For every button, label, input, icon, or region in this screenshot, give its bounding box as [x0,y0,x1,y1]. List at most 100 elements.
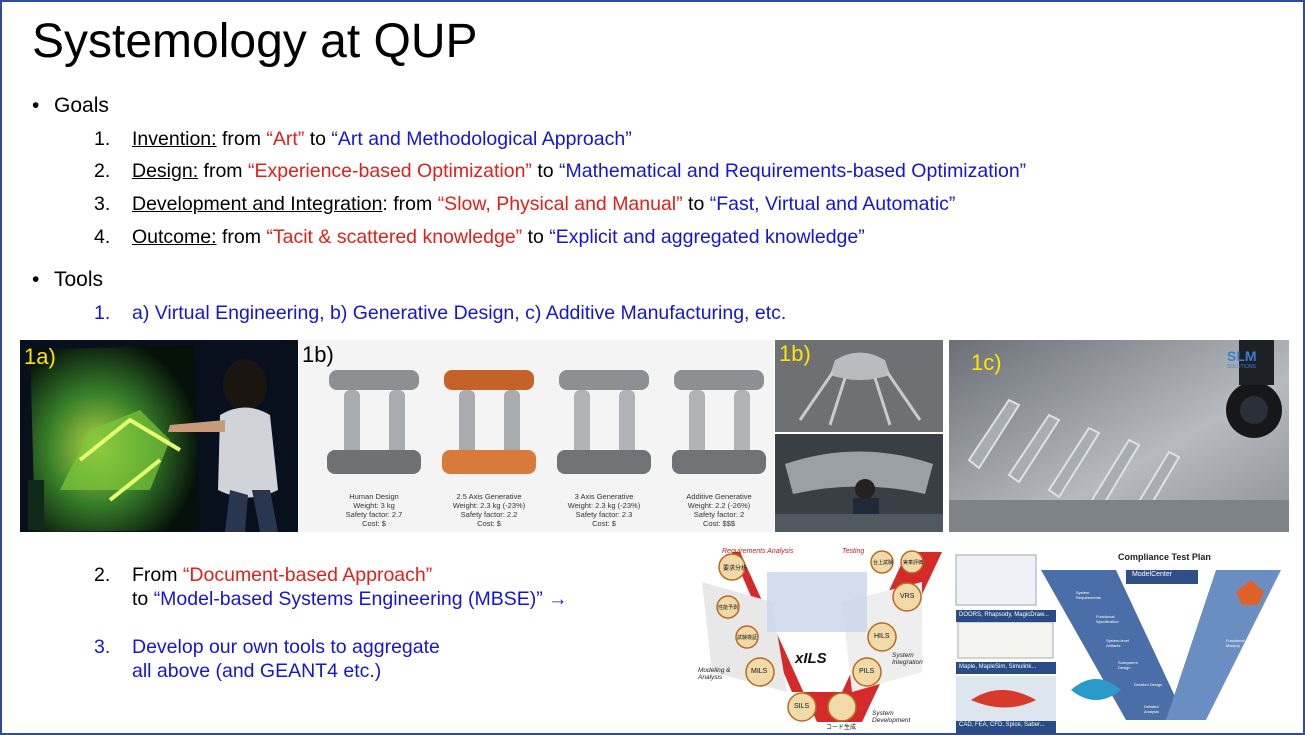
generative-design-image [299,340,774,532]
xils-diagram: Requirements Analysis Testing xILS Model… [692,542,942,733]
item-3-line-1: Develop our own tools to aggregate [132,636,440,658]
v-label: Detailed Design [1134,682,1163,687]
item-3-line-2: all above (and GEANT4 etc.) [132,660,382,682]
xils-node: 試験検証 [737,635,758,641]
bracket-1 [327,370,421,474]
goals-bullet: • Goals [32,94,109,118]
item-2-line-1: From “Document-based Approach” [132,564,432,587]
slm-logo: SLM [1227,348,1257,364]
goal-item-4: 4. Outcome: from “Tacit & scattered knowl… [94,226,865,249]
additive-manufacturing-image [949,340,1289,532]
v-label: System Requirements [1076,590,1101,600]
tools-bullet: • Tools [32,268,103,292]
workshop-photo [775,434,943,532]
goal-from: “Slow, Physical and Manual” [437,193,683,215]
bracket-4 [672,370,766,474]
goal-from: “Experience-based Optimization” [247,160,532,182]
goal-head: Invention: [132,128,217,150]
goal-from-word: from [216,128,267,150]
goal-item-3: 3.Development and Integration: from “Slo… [94,193,955,216]
slm-logo-sub: SOLUTIONS [1227,364,1256,370]
goal-item-2: 2. Design: from “Experience-based Optimiz… [94,160,1026,183]
goal-to: “Art and Methodological Approach” [331,128,632,150]
additive-manufacturing-photo: 1c) SLM SOLUTIONS [949,340,1289,532]
tool-modeling: Maple, MapleSim, Simulink... [959,664,1037,670]
compliance-v-diagram [955,554,1281,733]
virtual-engineering-photo: 1a) [20,340,298,532]
xils-node: SILS [794,703,810,710]
tag-1b: 1b) [302,342,334,367]
goal-from-word: from [216,226,267,248]
goal-head: Development and Integration [132,193,383,215]
tools-item-1: 1. a) Virtual Engineering, b) Generative … [94,302,786,325]
v-label: Functional Mockup [1226,638,1245,648]
v-label: Subsystem Design [1118,660,1138,670]
tool-analysis: CAD, FEA, CFD, Spice, Saber... [959,722,1045,728]
item-2-from: “Document-based Approach” [182,564,433,586]
xils-node: VRS [900,593,915,600]
goal-from: “Art” [266,128,305,150]
xils-testing-label: Testing [842,548,865,555]
goal-item-1: 1. Invention: from “Art” to “Art and Meth… [94,128,632,151]
xils-node: コード生成 [826,725,857,731]
item-2-to-word: to [132,588,154,610]
item-2-line-2: to “Model-based Systems Engineering (MBS… [132,588,568,611]
item-3-number: 3. [94,636,111,658]
tools-label: Tools [54,268,104,291]
bracket-3 [557,370,651,474]
bullet-dot: • [32,94,40,117]
bracket-2 [442,370,536,474]
goal-from: “Tacit & scattered knowledge” [266,226,523,248]
workshop-image [775,434,943,532]
goal-to-word: to [522,226,550,248]
xils-v-diagram [692,550,942,722]
item-2-to: “Model-based Systems Engineering (MBSE)”… [153,588,568,610]
xils-node: 性能予測 [718,605,739,611]
item-2-from-word: From [132,564,183,586]
goal-number: 4. [94,226,111,248]
slide-title: Systemology at QUP [32,15,478,68]
tool-text: a) Virtual Engineering, b) Generative De… [132,302,787,324]
v-label: Detailed Analysis [1144,704,1159,714]
tool-requirements: DOORS, Rhapsody, MagicDraw... [959,612,1049,618]
xils-node: MILS [751,668,768,675]
xils-node: 要求分析 [723,566,748,572]
modelcenter-label: ModelCenter [1132,571,1173,578]
goal-from-word: from [198,160,248,182]
tag-1c: 1c) [971,350,1002,375]
goal-from-word: : from [382,193,438,215]
goal-head: Outcome: [132,226,217,248]
xils-node: 台上試験 [873,560,894,566]
xils-node: HILS [874,633,890,640]
xils-node: PILS [859,668,875,675]
tool-number: 1. [94,302,111,324]
bullet-dot: • [32,268,40,291]
xils-modeling-label: Modeling & Analysis [698,667,731,681]
compliance-title: Compliance Test Plan [1118,552,1211,562]
tag-1b-2: 1b) [779,341,811,366]
generative-structure-photo: 1b) [775,340,943,432]
v-label: System-level Artifacts [1106,638,1129,648]
goal-to: “Explicit and aggregated knowledge” [549,226,865,248]
xils-sysdev-label: System Development [872,710,911,724]
tag-1a: 1a) [24,344,56,369]
goal-number: 2. [94,160,111,182]
goal-number: 1. [94,128,111,150]
goal-to-word: to [304,128,332,150]
compliance-diagram: Compliance Test Plan ModelCenter DOORS, … [946,550,1291,733]
goal-to-word: to [682,193,710,215]
xils-sysint-label: System Integration [892,652,923,666]
generative-structure-image [775,340,943,432]
virtual-engineering-image [20,340,298,532]
xils-center-label: xILS [795,650,827,667]
goal-to: “Mathematical and Requirements-based Opt… [559,160,1027,182]
goal-to-word: to [531,160,560,182]
goal-head: Design: [132,160,199,182]
item-2-number: 2. [94,564,111,586]
goals-label: Goals [54,94,109,117]
